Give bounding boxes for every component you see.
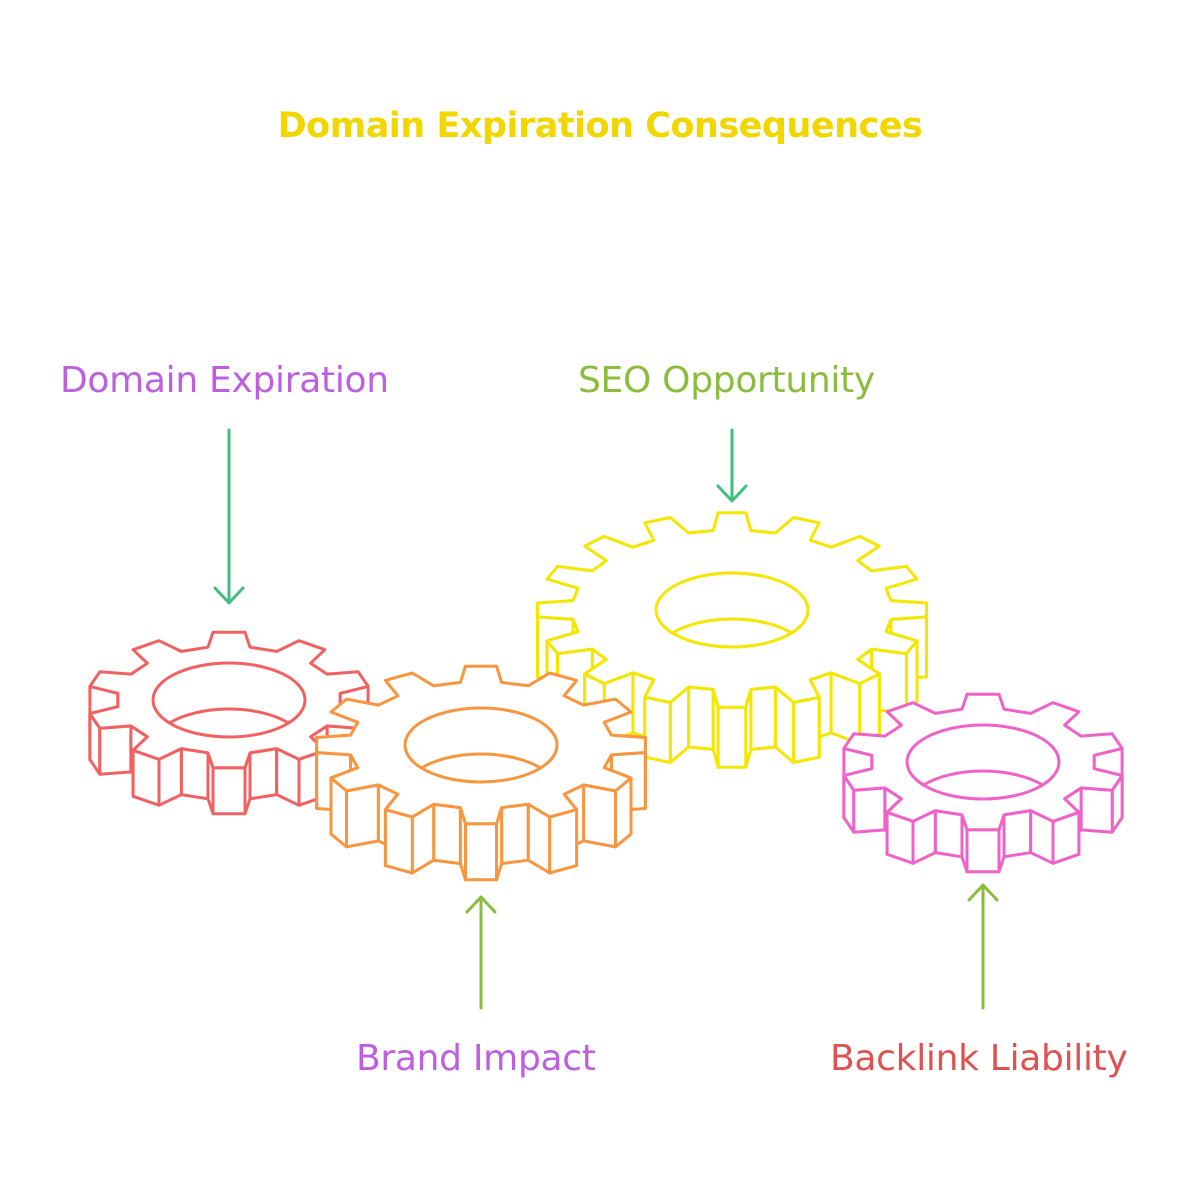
gear-hole xyxy=(151,661,307,739)
label-brand-impact: Brand Impact xyxy=(356,1038,596,1079)
gear-side-face xyxy=(716,705,748,769)
gear-hole-inner-edge xyxy=(922,769,1044,787)
arrow-down-seo-opportunity xyxy=(716,428,748,503)
gear-icon-yellow xyxy=(536,511,928,769)
gear-hole xyxy=(654,571,810,649)
label-backlink-liability: Backlink Liability xyxy=(830,1038,1128,1079)
gear-side-face xyxy=(548,808,579,875)
gear-side-face xyxy=(383,808,414,875)
arrow-up-backlink-liability xyxy=(967,883,999,1010)
gear-side-face xyxy=(643,695,672,764)
gear-side-face xyxy=(179,747,210,801)
gear-side-face xyxy=(432,802,462,866)
gear-side-face xyxy=(687,685,715,751)
gear-side-face xyxy=(792,695,821,764)
gear-icon-pink xyxy=(842,692,1124,874)
gear-hole xyxy=(403,706,559,784)
gear-side-face xyxy=(749,685,777,751)
gear-side-face xyxy=(248,747,279,801)
gear-side-face xyxy=(582,783,617,849)
gear-hole-inner-edge xyxy=(168,707,290,725)
gear-side-face xyxy=(98,724,133,776)
gear-icon-orange xyxy=(315,664,647,882)
gear-side-face xyxy=(500,802,530,866)
diagram-title: Domain Expiration Consequences xyxy=(277,106,923,146)
gear-side-face xyxy=(345,783,380,849)
gear-side-face xyxy=(852,786,887,834)
gear-side-face xyxy=(464,822,498,882)
gear-side-face xyxy=(933,809,964,859)
gear-hole xyxy=(905,723,1061,801)
gear-side-face xyxy=(965,828,1001,874)
gear-side-face xyxy=(1002,809,1033,859)
arrow-up-brand-impact xyxy=(465,895,497,1010)
gear-hole-inner-edge xyxy=(671,617,793,635)
arrow-down-domain-expiration xyxy=(213,428,245,605)
label-domain-expiration: Domain Expiration xyxy=(60,360,389,401)
gear-hole-inner-edge xyxy=(420,752,542,770)
gear-side-face xyxy=(1079,786,1114,834)
label-seo-opportunity: SEO Opportunity xyxy=(578,360,875,401)
gear-side-face xyxy=(211,766,247,816)
